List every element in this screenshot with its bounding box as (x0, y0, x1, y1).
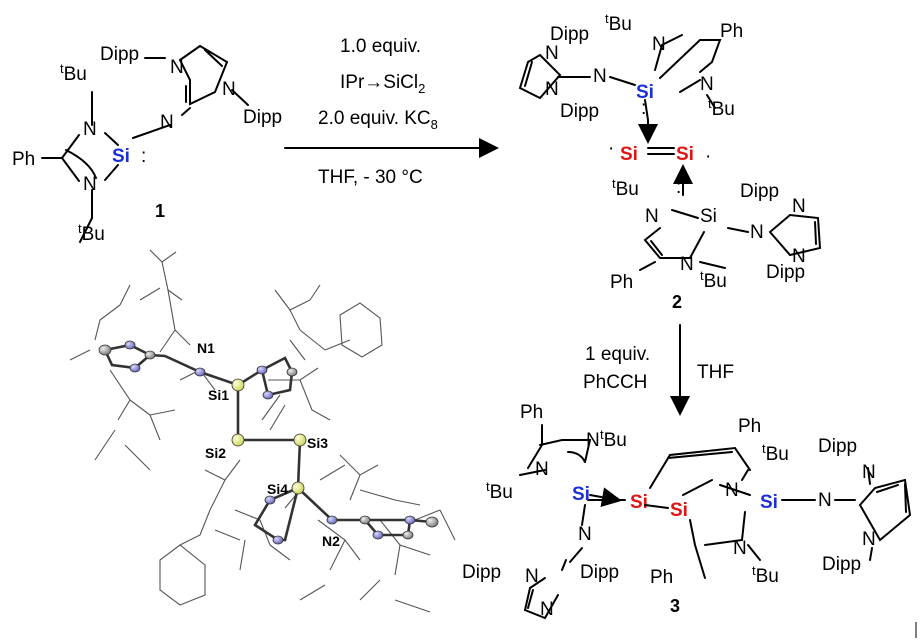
c1-si-lone-pair: : (141, 146, 146, 167)
c2-ph-top: Ph (720, 21, 743, 42)
c3-tbu-left-bottom: tBu (486, 479, 513, 503)
c2-n-ring1-top: N (545, 43, 559, 64)
c3-dipp-right-bottom: Dipp (822, 554, 861, 575)
c3-si-red-2: Si (670, 500, 688, 521)
c1-tbu-bottom: tBu (78, 221, 105, 245)
c1-n-ring-right: N (222, 79, 236, 100)
c3-number: 3 (670, 596, 680, 616)
c3-n-ring-right-top: N (862, 462, 876, 483)
c1-si: Si (112, 146, 130, 167)
c3-dipp-left-1: Dipp (462, 562, 501, 583)
c2-n-ring2-top: N (792, 196, 806, 217)
c1-dipp-top: Dipp (100, 44, 139, 65)
c2-si-upper-blue: Si (636, 82, 654, 103)
c2-tbu-lower: tBu (700, 268, 727, 292)
c2-si-red-right: Si (676, 144, 694, 165)
c3-si-blue-right: Si (760, 492, 778, 513)
c2-lone-pair-lower: : (676, 177, 681, 198)
xray-label-si3: Si3 (307, 435, 328, 451)
c1-n-lower: N (83, 174, 97, 195)
c2-tbu-right: tBu (708, 96, 735, 120)
c2-ph-lower: Ph (610, 272, 633, 293)
c3-si-red-1: Si (630, 492, 648, 513)
xray-label-n1: N1 (197, 340, 215, 356)
reagent-line-3: 2.0 equiv. KC8 (318, 108, 438, 132)
c2-n-amid-lower-right: N (680, 254, 694, 275)
xray-label-si2: Si2 (205, 445, 226, 461)
reagent2-line-1: 1 equiv. (585, 344, 650, 365)
c3-n-left-mid: N (535, 459, 549, 480)
reagent-line-2: IPr→SiCl2 (340, 72, 425, 96)
c2-n-amid-right: N (700, 74, 714, 95)
reagent2-line-2: PhCCH (583, 372, 647, 393)
c2-n-amid-lower-left: N (645, 206, 659, 227)
c2-n-imine-top: N (593, 66, 607, 87)
c3-n-ring-left-top: N (525, 566, 539, 587)
c3-n-core-top: N (725, 480, 739, 501)
c3-tbu-left-top: tBu (600, 427, 627, 451)
xray-atoms (98, 340, 439, 545)
c3-ph-core-bottom: Ph (650, 567, 673, 588)
c2-tbu-top: tBu (605, 11, 632, 35)
c1-n-ring-left: N (170, 57, 184, 78)
c2-lone-pair-upper: : (641, 98, 646, 119)
compound-3: Ph N tBu N tBu Si N N N Dipp Dipp Si Si … (462, 402, 912, 620)
c2-dipp-top: Dipp (550, 24, 589, 45)
c1-tbu-top: tBu (60, 61, 87, 85)
xray-wireframe (69, 249, 456, 613)
xray-structure: N1 Si1 Si2 Si3 Si4 N2 (69, 249, 456, 613)
c2-si-red-left: Si (620, 144, 638, 165)
c3-tbu-core-top: tBu (762, 441, 789, 465)
c3-n-imine-right: N (818, 490, 832, 511)
c2-lone-pair-left: · (608, 138, 614, 159)
reaction-arrow-2: 1 equiv. PhCCH THF (583, 324, 734, 416)
xray-label-si1: Si1 (208, 387, 229, 403)
c3-n-left-top: N (586, 430, 600, 451)
c2-dipp-mid: Dipp (560, 101, 599, 122)
c3-ph-top-left: Ph (520, 402, 543, 423)
c3-n-ring-right-bottom: N (862, 529, 876, 550)
c2-si-lower: Si (700, 206, 717, 227)
c1-n-imine: N (160, 112, 174, 133)
c3-n-core-bottom: N (733, 538, 747, 559)
reaction-arrow-1: 1.0 equiv. IPr→SiCl2 2.0 equiv. KC8 THF,… (284, 36, 499, 188)
c3-tbu-core-bottom: tBu (752, 563, 779, 587)
c2-dipp-lower-top: Dipp (740, 181, 779, 202)
c3-n-imine-left: N (578, 524, 592, 545)
c3-ph-core-top: Ph (738, 416, 761, 437)
c2-n-ring1-bottom: N (545, 79, 559, 100)
c2-lone-pair-right: · (705, 146, 711, 167)
compound-2: Dipp N N N Dipp tBu N Ph N tBu Si : Si S… (518, 11, 822, 312)
c3-n-ring-left-bottom: N (540, 599, 554, 620)
c2-n-imine-lower: N (750, 222, 764, 243)
xray-label-si4: Si4 (267, 481, 288, 497)
c1-n-upper: N (83, 119, 97, 140)
c2-tbu-left: tBu (612, 176, 639, 200)
reagent-line-1: 1.0 equiv. (340, 36, 421, 57)
c2-n-ring2-bottom: N (792, 246, 806, 267)
c3-dipp-left-2: Dipp (580, 562, 619, 583)
c1-dipp-right: Dipp (243, 107, 282, 128)
compound-1: tBu N N Ph Si : N N N Dipp Dipp tBu 1 (12, 44, 282, 245)
xray-label-n2: N2 (322, 533, 340, 549)
conditions-line: THF, - 30 °C (318, 167, 423, 188)
c3-dipp-right-top: Dipp (818, 436, 857, 457)
c1-number: 1 (155, 201, 165, 221)
reagent2-solvent: THF (697, 362, 734, 383)
c2-dipp-lower-bottom: Dipp (766, 262, 805, 283)
c2-number: 2 (672, 292, 682, 312)
c1-ph: Ph (12, 149, 35, 170)
c2-n-amid-top: N (652, 34, 666, 55)
c3-si-blue-left: Si (572, 484, 590, 505)
